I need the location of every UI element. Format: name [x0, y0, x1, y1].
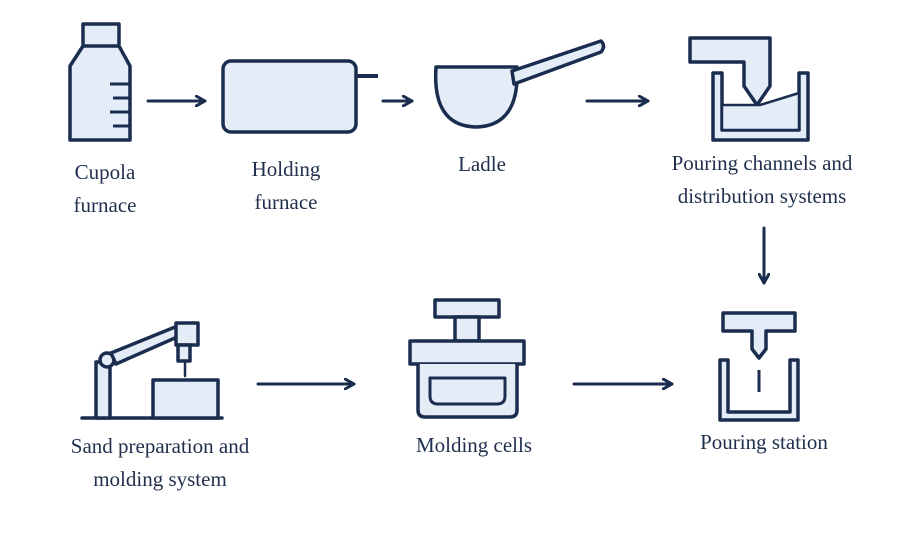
label-line: Cupola	[74, 160, 136, 184]
label-sand-preparation: Sand preparation and molding system	[40, 430, 280, 496]
label-line: Sand preparation and	[70, 434, 250, 458]
label-pouring-channels: Pouring channels and distribution system…	[642, 147, 882, 213]
ladle-icon	[433, 39, 606, 129]
label-holding-furnace: Holding furnace	[221, 153, 351, 219]
flow-arrows	[146, 101, 764, 384]
molding-press-icon	[408, 298, 526, 419]
label-line: Pouring channels and	[671, 151, 853, 175]
robot-arm-icon	[80, 321, 224, 420]
label-line: Holding	[251, 157, 321, 181]
label-line: Molding cells	[415, 433, 533, 457]
pouring-channel-icon	[688, 36, 810, 142]
label-line: Pouring station	[700, 430, 828, 454]
label-pouring-station: Pouring station	[674, 426, 854, 459]
label-line: Ladle	[458, 152, 506, 176]
pouring-station-icon	[718, 311, 800, 422]
label-line: molding system	[93, 467, 227, 491]
holding-furnace-icon	[221, 59, 378, 134]
label-line: furnace	[254, 190, 318, 214]
label-line: furnace	[73, 193, 137, 217]
label-cupola-furnace: Cupola furnace	[40, 156, 170, 222]
label-line: distribution systems	[677, 184, 847, 208]
label-ladle: Ladle	[417, 148, 547, 181]
label-molding-cells: Molding cells	[389, 429, 559, 462]
cupola-furnace-icon	[68, 22, 132, 142]
